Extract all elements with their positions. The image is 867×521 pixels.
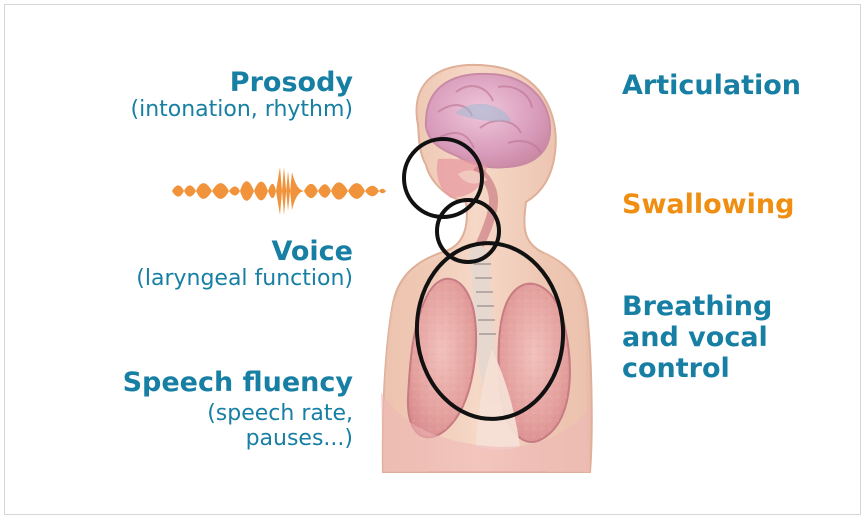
voice-subtitle: (laryngeal function): [97, 267, 353, 292]
speech-fluency-title: Speech fluency: [98, 368, 353, 398]
breathing-label-line-2: and vocal: [622, 322, 792, 353]
swallowing-label: Swallowing: [622, 190, 812, 220]
speech-fluency-subtitle-line-1: (speech rate,: [98, 402, 353, 427]
audio-waveform-icon: [172, 163, 386, 219]
speech-fluency-label-group: Speech fluency (speech rate, pauses...): [98, 368, 353, 451]
prosody-subtitle: (intonation, rhythm): [87, 98, 353, 123]
prosody-title: Prosody: [87, 68, 353, 98]
articulation-label: Articulation: [622, 71, 832, 101]
breathing-label-line-1: Breathing: [622, 291, 792, 322]
voice-title: Voice: [97, 237, 353, 267]
breathing-label-line-3: control: [622, 353, 792, 384]
prosody-label-group: Prosody (intonation, rhythm): [87, 68, 353, 123]
breathing-and-vocal-control-label: Breathing and vocal control: [622, 291, 792, 384]
speech-fluency-subtitle-line-2: pauses...): [98, 427, 353, 452]
voice-label-group: Voice (laryngeal function): [97, 237, 353, 292]
